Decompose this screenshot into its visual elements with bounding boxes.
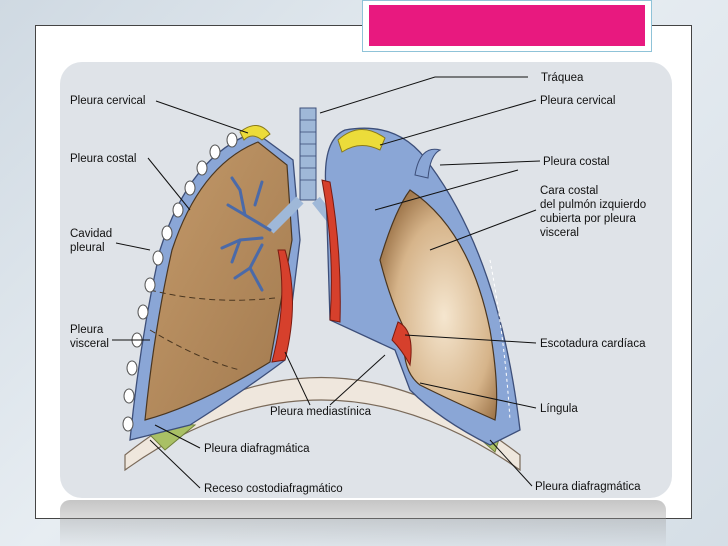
label-pleura-costal-left: Pleura costal: [70, 153, 136, 165]
pleura-mediastinal-left: [271, 249, 293, 363]
cardiac-notch: [391, 321, 412, 367]
label-traquea: Tráquea: [541, 72, 584, 84]
label-cara-costal-4: visceral: [540, 227, 579, 239]
trachea-rings: [300, 119, 316, 181]
slide-reflection: [60, 500, 666, 546]
pleura-cervical-left: [239, 125, 271, 141]
trachea: [299, 107, 317, 201]
label-cara-costal-3: cubierta por pleura: [540, 213, 636, 225]
pleura-costal-fold: [414, 148, 442, 179]
label-cavidad-pleural-1: Cavidad: [70, 228, 112, 240]
label-pleura-costal-right: Pleura costal: [543, 156, 609, 168]
label-escotadura-cardiaca: Escotadura cardíaca: [540, 338, 646, 350]
pleural-recess-line: [149, 329, 241, 371]
label-cavidad-pleural-2: pleural: [70, 242, 105, 254]
label-cara-costal-2: del pulmón izquierdo: [540, 199, 646, 211]
label-pleura-diafragmatica-right: Pleura diafragmática: [535, 481, 641, 493]
label-pleura-visceral-2: visceral: [70, 338, 109, 350]
lung-left: [144, 141, 293, 421]
pleura-mediastinal-right: [321, 179, 341, 323]
label-pleura-visceral-1: Pleura: [70, 324, 104, 336]
leader-lines: [112, 76, 541, 489]
pleura-dashed-right: [489, 259, 511, 421]
title-box: [362, 0, 652, 52]
label-pleura-mediastinica: Pleura mediastínica: [270, 406, 372, 418]
label-receso-costodiafragmatico: Receso costodiafragmático: [204, 483, 343, 495]
label-pleura-diafragmatica-left: Pleura diafragmática: [204, 443, 310, 455]
label-cara-costal-1: Cara costal: [540, 185, 598, 197]
fissure-line: [149, 289, 276, 301]
pleura-cervical-right: [337, 129, 386, 153]
title-accent-bar: [369, 5, 645, 46]
label-pleura-cervical-right: Pleura cervical: [540, 95, 615, 107]
label-pleura-cervical-left: Pleura cervical: [70, 95, 145, 107]
bronchial-tree: [220, 176, 272, 292]
ribs-left: [122, 132, 238, 432]
label-lingula: Língula: [540, 403, 578, 415]
